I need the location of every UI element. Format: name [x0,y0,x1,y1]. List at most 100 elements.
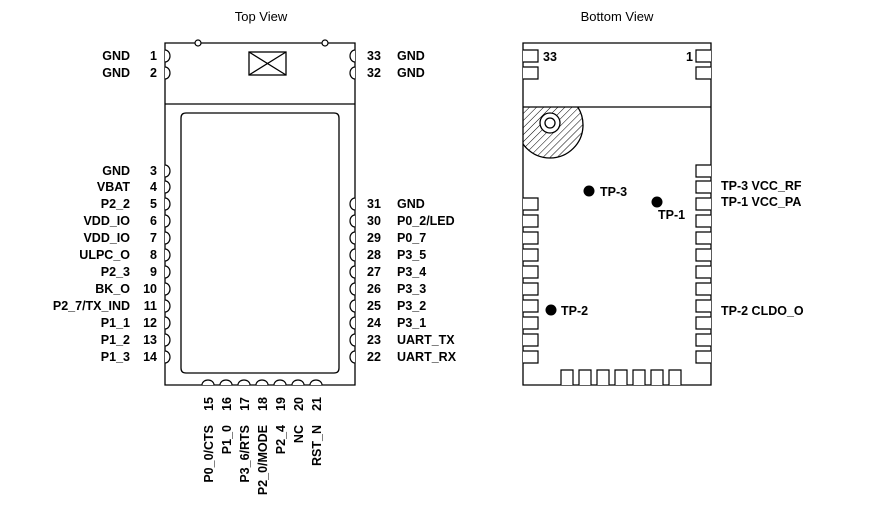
bottom-pad-30 [523,214,539,228]
bottom-pad-29 [523,231,539,245]
tp2-net-label: TP-2 CLDO_O [721,304,804,318]
bottom-view-module [522,42,712,386]
top-bottom-pin-labels: 15P0_0/CTS16P1_017P3_6/RTS18P2_0/MODE19P… [202,397,324,495]
test-point-tp3-icon [583,185,595,197]
bottom-pad-25 [523,299,539,313]
bottom-pad-7 [695,231,711,245]
test-point-tp2-label: TP-2 [561,304,588,318]
castellation-pin-28 [349,248,356,262]
test-point-tp2-icon [545,304,557,316]
bottom-pad-5 [695,197,711,211]
castellation-pin-33 [349,49,356,63]
pin-number-18: 18 [256,397,270,411]
pin-number-22: 22 [367,350,381,364]
pin-number-5: 5 [150,197,157,211]
notch-left-icon [194,39,202,47]
bottom-pad-8 [695,248,711,262]
pin-number-21: 21 [310,397,324,411]
bottom-pad-13 [695,333,711,347]
castellation-pin-16 [219,379,233,386]
pin-number-31: 31 [367,197,381,211]
pin-label-11: P2_7/TX_IND [53,299,130,313]
bottom-corner-label-left: 33 [543,50,557,64]
castellation-pin-5 [164,197,171,211]
pin-number-7: 7 [150,231,157,245]
top-left-pin-labels: 1GND2GND3GND4VBAT5P2_26VDD_IO7VDD_IO8ULP… [53,49,157,364]
castellation-pin-29 [349,231,356,245]
pin-label-33: GND [397,49,425,63]
pin-label-20: NC [292,425,306,443]
pin-label-12: P1_1 [101,316,130,330]
pin-number-2: 2 [150,66,157,80]
bottom-pad-1 [695,49,711,63]
tp1-net-label: TP-1 VCC_PA [721,195,801,209]
pin-number-29: 29 [367,231,381,245]
castellation-pin-26 [349,282,356,296]
pin-number-8: 8 [150,248,157,262]
bottom-pad-27 [523,265,539,279]
bottom-view-title: Bottom View [581,9,654,24]
top-view-outline [164,42,356,386]
bottom-pad-22 [523,350,539,364]
bottom-pad-17 [632,369,646,385]
top-view-module [164,39,356,386]
castellation-pin-9 [164,265,171,279]
pin-number-32: 32 [367,66,381,80]
castellation-pin-23 [349,333,356,347]
castellation-pin-18 [255,379,269,386]
bottom-pad-20 [578,369,592,385]
pin-label-27: P3_4 [397,265,426,279]
pin-label-6: VDD_IO [83,214,130,228]
bottom-pad-11 [695,299,711,313]
pin-number-28: 28 [367,248,381,262]
bottom-pad-19 [596,369,610,385]
test-point-tp1-label: TP-1 [658,208,685,222]
pin-label-22: UART_RX [397,350,457,364]
bottom-pad-26 [523,282,539,296]
castellation-pin-24 [349,316,356,330]
castellation-pin-30 [349,214,356,228]
pin-number-1: 1 [150,49,157,63]
bottom-pad-15 [668,369,682,385]
pin-number-11: 11 [144,299,157,313]
castellation-pin-27 [349,265,356,279]
pin-label-15: P0_0/CTS [202,425,216,483]
castellation-pin-15 [201,379,215,386]
bottom-pad-31 [523,197,539,211]
pin-label-26: P3_3 [397,282,426,296]
pin-label-9: P2_3 [101,265,130,279]
bottom-pad-9 [695,265,711,279]
pin-number-17: 17 [238,397,252,411]
pin-label-3: GND [102,164,130,178]
pin-label-18: P2_0/MODE [256,425,270,495]
castellation-pin-31 [349,197,356,211]
bottom-pad-12 [695,316,711,330]
pin-number-24: 24 [367,316,381,330]
pin-label-32: GND [397,66,425,80]
pin-label-7: VDD_IO [83,231,130,245]
pin-label-5: P2_2 [101,197,130,211]
castellation-pin-1 [164,49,171,63]
pin-label-1: GND [102,49,130,63]
castellation-pin-17 [237,379,251,386]
pin-label-13: P1_2 [101,333,130,347]
pin-label-21: RST_N [310,425,324,466]
pin-number-33: 33 [367,49,381,63]
pin-label-30: P0_2/LED [397,214,455,228]
castellation-pin-4 [164,180,171,194]
bottom-pad-33 [523,49,539,63]
pin-label-29: P0_7 [397,231,426,245]
castellation-pin-22 [349,350,356,364]
castellation-pin-20 [291,379,305,386]
antenna-marker-icon [248,51,287,76]
pin-label-17: P3_6/RTS [238,425,252,483]
pin-number-27: 27 [367,265,381,279]
pin-number-20: 20 [292,397,306,411]
castellation-pin-19 [273,379,287,386]
castellation-pin-14 [164,350,171,364]
bottom-pad-21 [560,369,574,385]
bottom-pad-2 [695,66,711,80]
bottom-pad-28 [523,248,539,262]
